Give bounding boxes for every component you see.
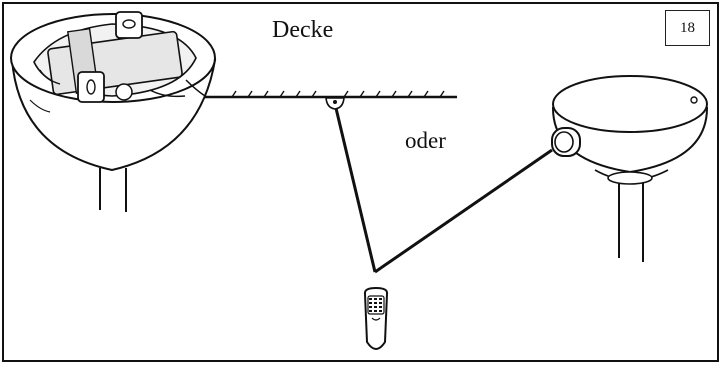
or-label: oder <box>405 128 446 153</box>
ceiling-line <box>185 90 457 99</box>
ceiling-label: Decke <box>272 17 334 43</box>
ceiling-receiver-icon <box>325 97 345 110</box>
receiver-icon <box>551 127 581 157</box>
signal-lines <box>333 103 553 274</box>
open-canopy-icon <box>10 11 217 212</box>
remote-control-icon <box>363 286 389 350</box>
page-number: 18 <box>665 10 710 46</box>
closed-canopy-icon <box>551 75 709 262</box>
